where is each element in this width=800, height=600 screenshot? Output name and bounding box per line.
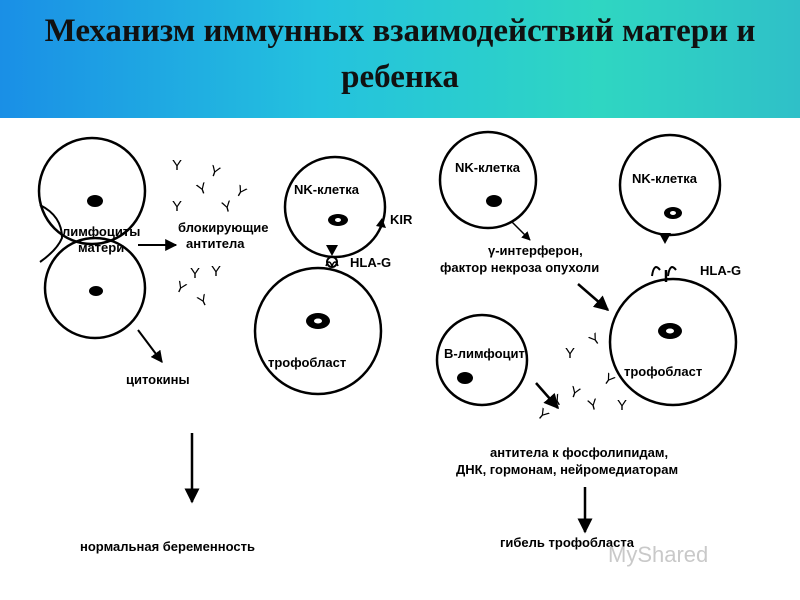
blocking-antibodies-label-2: антитела xyxy=(186,236,245,251)
mother-lymphocyte-bottom-nucleus xyxy=(89,286,103,296)
watermark-logo: MyShared xyxy=(608,542,709,567)
antibodies-label: антитела к фосфолипидам, xyxy=(490,445,668,460)
antibodies-label-2: ДНК, гормонам, нейромедиаторам xyxy=(456,462,678,477)
trophoblast-right-label: трофобласт xyxy=(624,364,702,379)
antibody-y-icon: Y xyxy=(211,263,221,280)
hla-g-label-left: HLA-G xyxy=(350,255,391,270)
b-lymphocyte-label: В-лимфоцит xyxy=(444,346,525,361)
antibody-y-icon: Y xyxy=(586,396,600,415)
normal-pregnancy-label: нормальная беременность xyxy=(80,539,255,554)
antibody-y-icon: Y xyxy=(195,291,211,311)
hla-g-label-right: HLA-G xyxy=(700,263,741,278)
nk-receptor-right-icon xyxy=(659,233,671,244)
nk-cell-right-2-label: NK-клетка xyxy=(632,171,698,186)
antibody-y-icon: Y xyxy=(617,397,627,414)
antibody-y-icon: Y xyxy=(172,157,182,174)
nk-receptor-icon xyxy=(326,245,338,256)
blocking-antibodies-label: блокирующие xyxy=(178,220,269,235)
antibody-y-icon: Y xyxy=(600,370,618,390)
mother-lymphocyte-top-cell xyxy=(37,136,147,246)
nk-cell-left-label: NK-клетка xyxy=(294,182,360,197)
page-title: Механизм иммунных взаимодействий матери … xyxy=(44,13,756,95)
antibody-y-icon: Y xyxy=(190,265,200,282)
nk-cell-right-1-nucleus xyxy=(486,195,502,207)
arrow-nk-to-interferon xyxy=(511,221,531,241)
kir-receptor-icon xyxy=(376,218,386,228)
antibody-y-icon: Y xyxy=(533,405,552,424)
antibody-y-icon: Y xyxy=(172,198,182,215)
mother-lymphocytes-label-2: матери xyxy=(78,240,124,255)
b-lymphocyte-cell xyxy=(435,313,529,407)
b-lymphocyte-nucleus xyxy=(457,372,473,384)
interferon-label: γ-интерферон, xyxy=(488,243,583,258)
mother-lymphocyte-bottom-cell xyxy=(43,236,147,340)
antibody-y-icon: Y xyxy=(195,179,210,198)
trophoblast-death-label: гибель трофобласта xyxy=(500,535,635,550)
antibody-y-icon: Y xyxy=(586,330,604,350)
arrow-b-lymphocyte-to-antibodies xyxy=(535,382,559,410)
nk-cell-right-1 xyxy=(438,130,538,230)
antibody-y-icon: Y xyxy=(232,182,249,202)
hla-g-receptor-icon xyxy=(651,266,677,277)
mother-lymphocytes-label: лимфоциты xyxy=(62,224,140,239)
title-banner: Механизм иммунных взаимодействий матери … xyxy=(0,0,800,118)
trophoblast-right xyxy=(608,277,738,407)
antibody-y-icon: Y xyxy=(565,345,575,362)
arrow-to-cytokines xyxy=(137,329,163,363)
arrow-interferon-to-trophoblast xyxy=(577,283,610,311)
kir-label: KIR xyxy=(390,212,413,227)
immune-interaction-diagram: лимфоциты матери блокирующие антитела Y … xyxy=(37,130,741,554)
antibody-y-icon: Y xyxy=(207,162,222,181)
antibody-y-icon: Y xyxy=(173,278,189,298)
cytokines-label: цитокины xyxy=(126,372,190,387)
antibody-y-icon: Y xyxy=(567,383,582,402)
antibody-y-icon: Y xyxy=(220,198,234,217)
interferon-label-2: фактор некроза опухоли xyxy=(440,260,599,275)
nk-cell-right-2 xyxy=(618,133,722,237)
nk-cell-left xyxy=(283,155,387,259)
nk-cell-right-1-label: NK-клетка xyxy=(455,160,521,175)
mother-lymphocyte-top-nucleus xyxy=(87,195,103,207)
trophoblast-left xyxy=(253,266,383,396)
partial-cell-arc xyxy=(39,204,64,263)
trophoblast-left-label: трофобласт xyxy=(268,355,346,370)
